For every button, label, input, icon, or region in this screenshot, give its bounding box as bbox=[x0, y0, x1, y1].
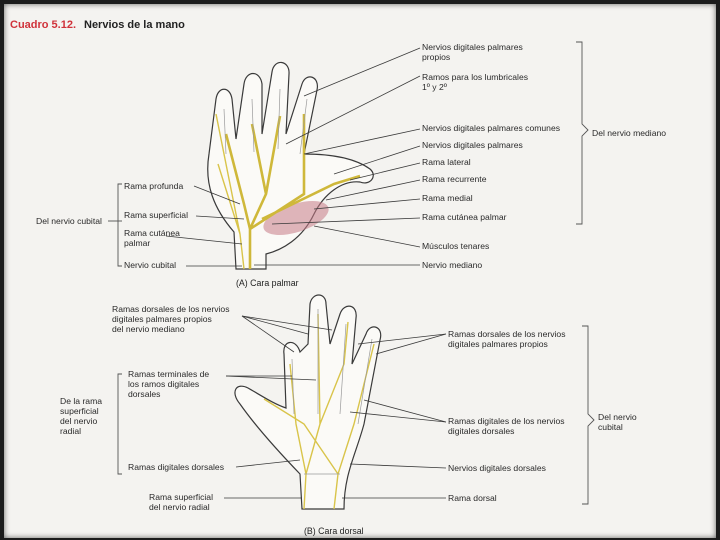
label-rama-medial: Rama medial bbox=[422, 193, 473, 203]
textbook-page: Cuadro 5.12. Nervios de la mano Nervios … bbox=[4, 4, 716, 538]
brace-del-nervio-cubital-b bbox=[582, 326, 594, 504]
label-ramas-digitales-dorsales: Ramas digitales dorsales bbox=[128, 462, 224, 472]
label-de-la-rama-superficial-radial: De la rama bbox=[60, 396, 102, 406]
caption-panel-a: (A) Cara palmar bbox=[236, 278, 299, 288]
panel-a-left-leaders bbox=[108, 186, 244, 266]
svg-text:Ramas digitales de los nervios: Ramas digitales de los nerviosdigitales … bbox=[448, 416, 565, 436]
palmar-hand-illustration bbox=[208, 62, 374, 269]
label-rama-superficial: Rama superficial bbox=[124, 210, 188, 220]
label-ramas-terminales: Ramas terminales de bbox=[128, 369, 209, 379]
label-ramas-dorsales-mediano: Ramas dorsales de los nervios bbox=[112, 304, 230, 314]
label-rama-cutanea-palmar: Rama cutánea palmar bbox=[422, 212, 507, 222]
label-rama-superficial-nervio-radial: Rama superficial bbox=[149, 492, 213, 502]
panel-a-left-labels: Rama profunda Rama superficial Rama cutá… bbox=[36, 181, 188, 270]
label-ramas-dorsales-propios: Ramas dorsales de los nervios bbox=[448, 329, 566, 339]
brace-del-nervio-cubital bbox=[118, 184, 122, 266]
label-nervio-cubital: Nervio cubital bbox=[124, 260, 176, 270]
brace-del-nervio-mediano bbox=[576, 42, 588, 224]
label-nervios-digitales-palmares-propios: Nervios digitales palmares bbox=[422, 42, 523, 52]
figure-number: Cuadro 5.12. bbox=[10, 19, 76, 31]
label-del-nervio-cubital: Del nervio cubital bbox=[36, 216, 102, 226]
caption-panel-b: (B) Cara dorsal bbox=[304, 526, 364, 536]
label-del-nervio-cubital-b: Del nervio bbox=[598, 412, 637, 422]
label-nervios-digitales-palmares: Nervios digitales palmares bbox=[422, 140, 523, 150]
figure-title: Nervios de la mano bbox=[84, 19, 185, 31]
label-musculos-tenares: Músculos tenares bbox=[422, 241, 489, 251]
label-rama-recurrente: Rama recurrente bbox=[422, 174, 487, 184]
label-nervio-mediano: Nervio mediano bbox=[422, 260, 482, 270]
dorsal-hand-illustration bbox=[235, 295, 381, 509]
nerves-of-hand-figure: Cuadro 5.12. Nervios de la mano Nervios … bbox=[4, 4, 716, 538]
label-rama-lateral: Rama lateral bbox=[422, 157, 471, 167]
label-nervios-digitales-dorsales: Nervios digitales dorsales bbox=[448, 463, 546, 473]
label-ramas-digitales-nervios-dorsales: Ramas digitales de los nervios bbox=[448, 416, 565, 426]
label-rama-dorsal: Rama dorsal bbox=[448, 493, 497, 503]
label-rama-profunda: Rama profunda bbox=[124, 181, 183, 191]
label-ramos-lumbricales: Ramos para los lumbricales bbox=[422, 72, 528, 82]
brace-de-la-rama-superficial bbox=[118, 374, 122, 474]
label-nervios-digitales-palmares-comunes: Nervios digitales palmares comunes bbox=[422, 123, 560, 133]
label-del-nervio-mediano: Del nervio mediano bbox=[592, 128, 666, 138]
